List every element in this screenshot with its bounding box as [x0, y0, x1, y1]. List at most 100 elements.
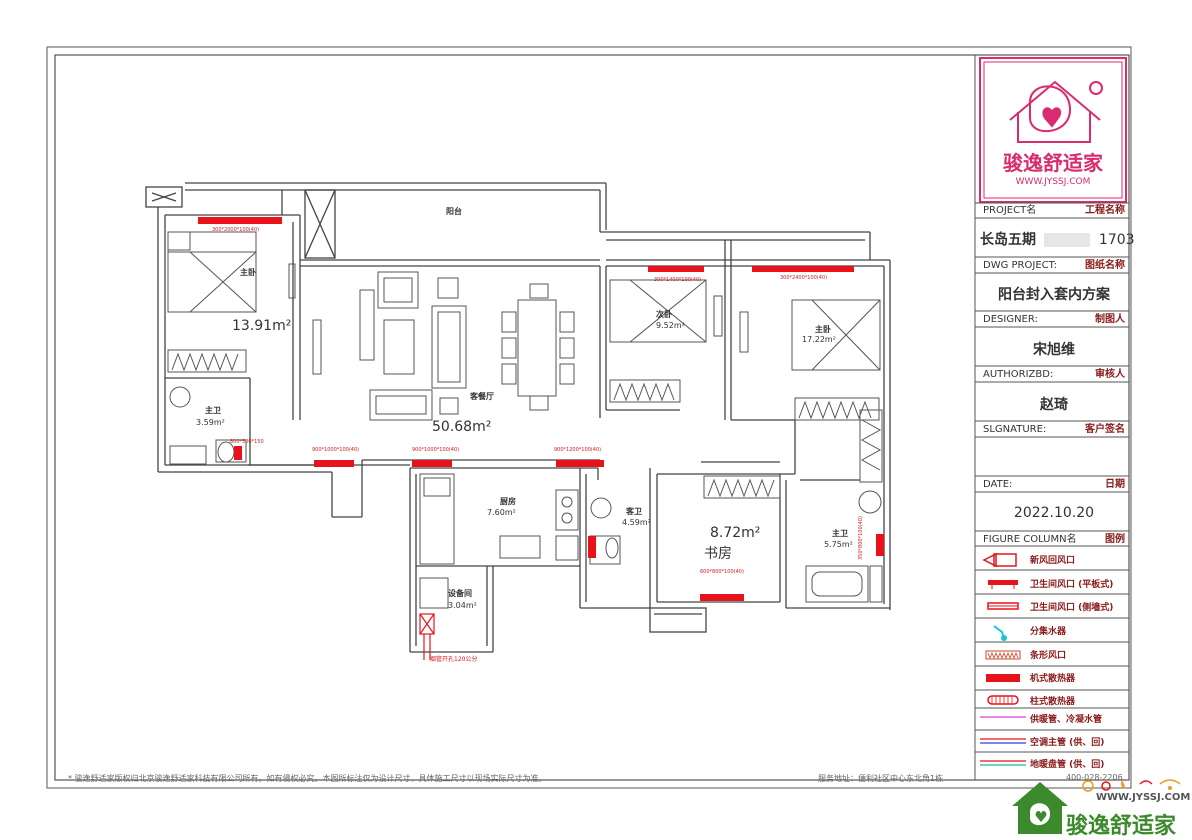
- dwg-label-row: DWG PROJECT: 图纸名称: [980, 259, 1128, 273]
- brand-name: 骏逸舒适家: [1066, 814, 1177, 839]
- legend-item-label: 空调主管 (供、回): [1030, 738, 1105, 748]
- vent-markers: [198, 217, 884, 601]
- teal-line-icon: [980, 760, 1026, 766]
- title-block: [974, 55, 1129, 780]
- room-name: 主卫: [205, 405, 221, 415]
- vent-size-label: 350*800*100(40): [858, 516, 864, 560]
- logo-url-text: WWW.JYSSJ.COM: [1016, 177, 1091, 187]
- water-pipe-icon: [993, 625, 1007, 641]
- designer-label: DESIGNER:: [983, 314, 1038, 325]
- footer-phone: 400-028-2206: [1066, 773, 1123, 782]
- room-name: 书房: [704, 546, 732, 562]
- flue-marker: [419, 613, 435, 660]
- project-label-cn: 工程名称: [1085, 205, 1125, 216]
- brand-url: WWW.JYSSJ.COM: [1096, 792, 1191, 803]
- legend-item-label: 柱式散热器: [1030, 697, 1076, 707]
- room-name: 主卧: [815, 324, 831, 334]
- weather-icons: [1082, 779, 1181, 792]
- legend-item-label: 机式散热器: [1030, 674, 1076, 684]
- legend-item-label: 卫生间风口 (平板式): [1030, 580, 1114, 590]
- designer-label-cn: 制图人: [1095, 314, 1125, 325]
- figure-label-row: FIGURE COLUMN名 图例: [980, 533, 1128, 547]
- legend-icons: [980, 552, 1026, 766]
- dwg-label: DWG PROJECT:: [983, 260, 1057, 271]
- sheet-inner-border: [54, 54, 1130, 781]
- room-name: 客卫: [625, 506, 642, 516]
- signature-label-row: SLGNATURE: 客户签名: [980, 423, 1128, 437]
- double-line-icon: [980, 738, 1026, 744]
- date-label-cn: 日期: [1105, 479, 1125, 490]
- room-area: 17.22m²: [802, 335, 836, 344]
- redacted-block: [1044, 233, 1091, 247]
- sheet-outer-border: [46, 46, 1132, 789]
- room-name: 主卧: [240, 267, 256, 277]
- authorized-label: AUTHORIZBD:: [983, 369, 1054, 380]
- figure-label-cn: 图例: [1105, 534, 1125, 545]
- project-value-row: 长岛五期 1703: [980, 229, 1135, 249]
- project-value-right: 1703: [1098, 232, 1135, 248]
- room-area: 8.72m²: [710, 525, 760, 541]
- walls: [145, 182, 891, 653]
- room-name: 阳台: [446, 206, 462, 216]
- supply-vent-flat-icon: [988, 580, 1018, 589]
- designer-value: 宋旭维: [1033, 342, 1075, 358]
- legend-item-label: 地暖盘管 (供、回): [1030, 760, 1105, 770]
- vent-size-label: 900*1200*100(40): [554, 447, 601, 453]
- house-logo-icon: [1009, 80, 1103, 143]
- supply-vent-side-icon: [987, 602, 1019, 610]
- room-name: 客餐厅: [469, 391, 494, 401]
- vent-size-label: 300*1400*100(40): [654, 277, 701, 283]
- room-area: 50.68m²: [432, 419, 491, 435]
- vent-size-label: 900*1000*100(40): [412, 447, 459, 453]
- legend-item-label: 供暖管、冷凝水管: [1030, 715, 1103, 725]
- room-area: 7.60m²: [487, 508, 516, 517]
- footer-disclaimer: * 骏逸舒适家版权归北京骏逸舒适家科技有限公司所有。如有侵权必究。本图所标注仅为…: [68, 774, 547, 783]
- project-label-row: PROJECT名 工程名称: [980, 204, 1128, 218]
- room-area: 13.91m²: [232, 318, 291, 334]
- vent-size-label: 300*2000*100(40): [212, 227, 259, 233]
- date-label-row: DATE: 日期: [980, 478, 1128, 492]
- figure-label: FIGURE COLUMN名: [983, 534, 1077, 545]
- vent-size-label: 800*500*150: [230, 439, 264, 445]
- vent-size-label: 600*800*100(40): [700, 569, 744, 575]
- vent-size-label: 300*2400*100(40): [780, 275, 827, 281]
- brand-house-icon: [1012, 782, 1068, 834]
- return-air-icon: [982, 552, 1017, 568]
- flue-note: 烟管开孔120公分: [430, 655, 477, 663]
- red-vent-icon: [986, 674, 1020, 682]
- legend-item-label: 分集水器: [1030, 627, 1067, 637]
- furniture: [167, 231, 883, 609]
- legend-item-label: 新风回风口: [1030, 556, 1076, 566]
- legend-item-label: 卫生间风口 (侧墙式): [1030, 603, 1114, 613]
- signature-label-cn: 客户签名: [1085, 424, 1125, 435]
- designer-label-row: DESIGNER: 制图人: [980, 313, 1128, 327]
- room-labels: 主卧 13.91m² 主卫 3.59m² 客餐厅 50.68m² 阳台 次卧 9…: [196, 206, 853, 610]
- signature-label: SLGNATURE:: [983, 424, 1047, 435]
- dwg-label-cn: 图纸名称: [1085, 260, 1125, 271]
- room-area: 3.04m²: [448, 601, 477, 610]
- project-value-left: 长岛五期: [980, 232, 1036, 248]
- date-value: 2022.10.20: [1013, 505, 1095, 521]
- authorized-value: 赵琦: [1040, 397, 1068, 413]
- room-name: 厨房: [500, 496, 516, 506]
- room-area: 4.59m²: [622, 518, 651, 527]
- dwg-value: 阳台封入套内方案: [998, 287, 1110, 303]
- authorized-label-row: AUTHORIZBD: 审核人: [980, 368, 1128, 382]
- room-name: 设备间: [448, 588, 472, 598]
- room-area: 9.52m²: [656, 321, 685, 330]
- room-area: 5.75m²: [824, 540, 853, 549]
- authorized-label-cn: 审核人: [1095, 369, 1125, 380]
- room-name: 主卫: [832, 528, 848, 538]
- vent-size-label: 900*1000*100(40): [312, 447, 359, 453]
- strip-icon: [985, 650, 1021, 660]
- vent-size-labels: 300*2000*100(40) 300*1400*100(40) 300*24…: [212, 227, 864, 663]
- footer-address: 服务地址：便利社区中心东北角1栋: [818, 774, 944, 783]
- coil-icon: [987, 695, 1019, 705]
- room-area: 3.59m²: [196, 418, 225, 427]
- date-label: DATE:: [983, 479, 1013, 490]
- project-label: PROJECT名: [983, 205, 1037, 216]
- logo-brand-text: 骏逸舒适家: [1003, 151, 1104, 175]
- legend-item-label: 条形风口: [1030, 651, 1067, 661]
- room-name: 次卧: [656, 309, 672, 319]
